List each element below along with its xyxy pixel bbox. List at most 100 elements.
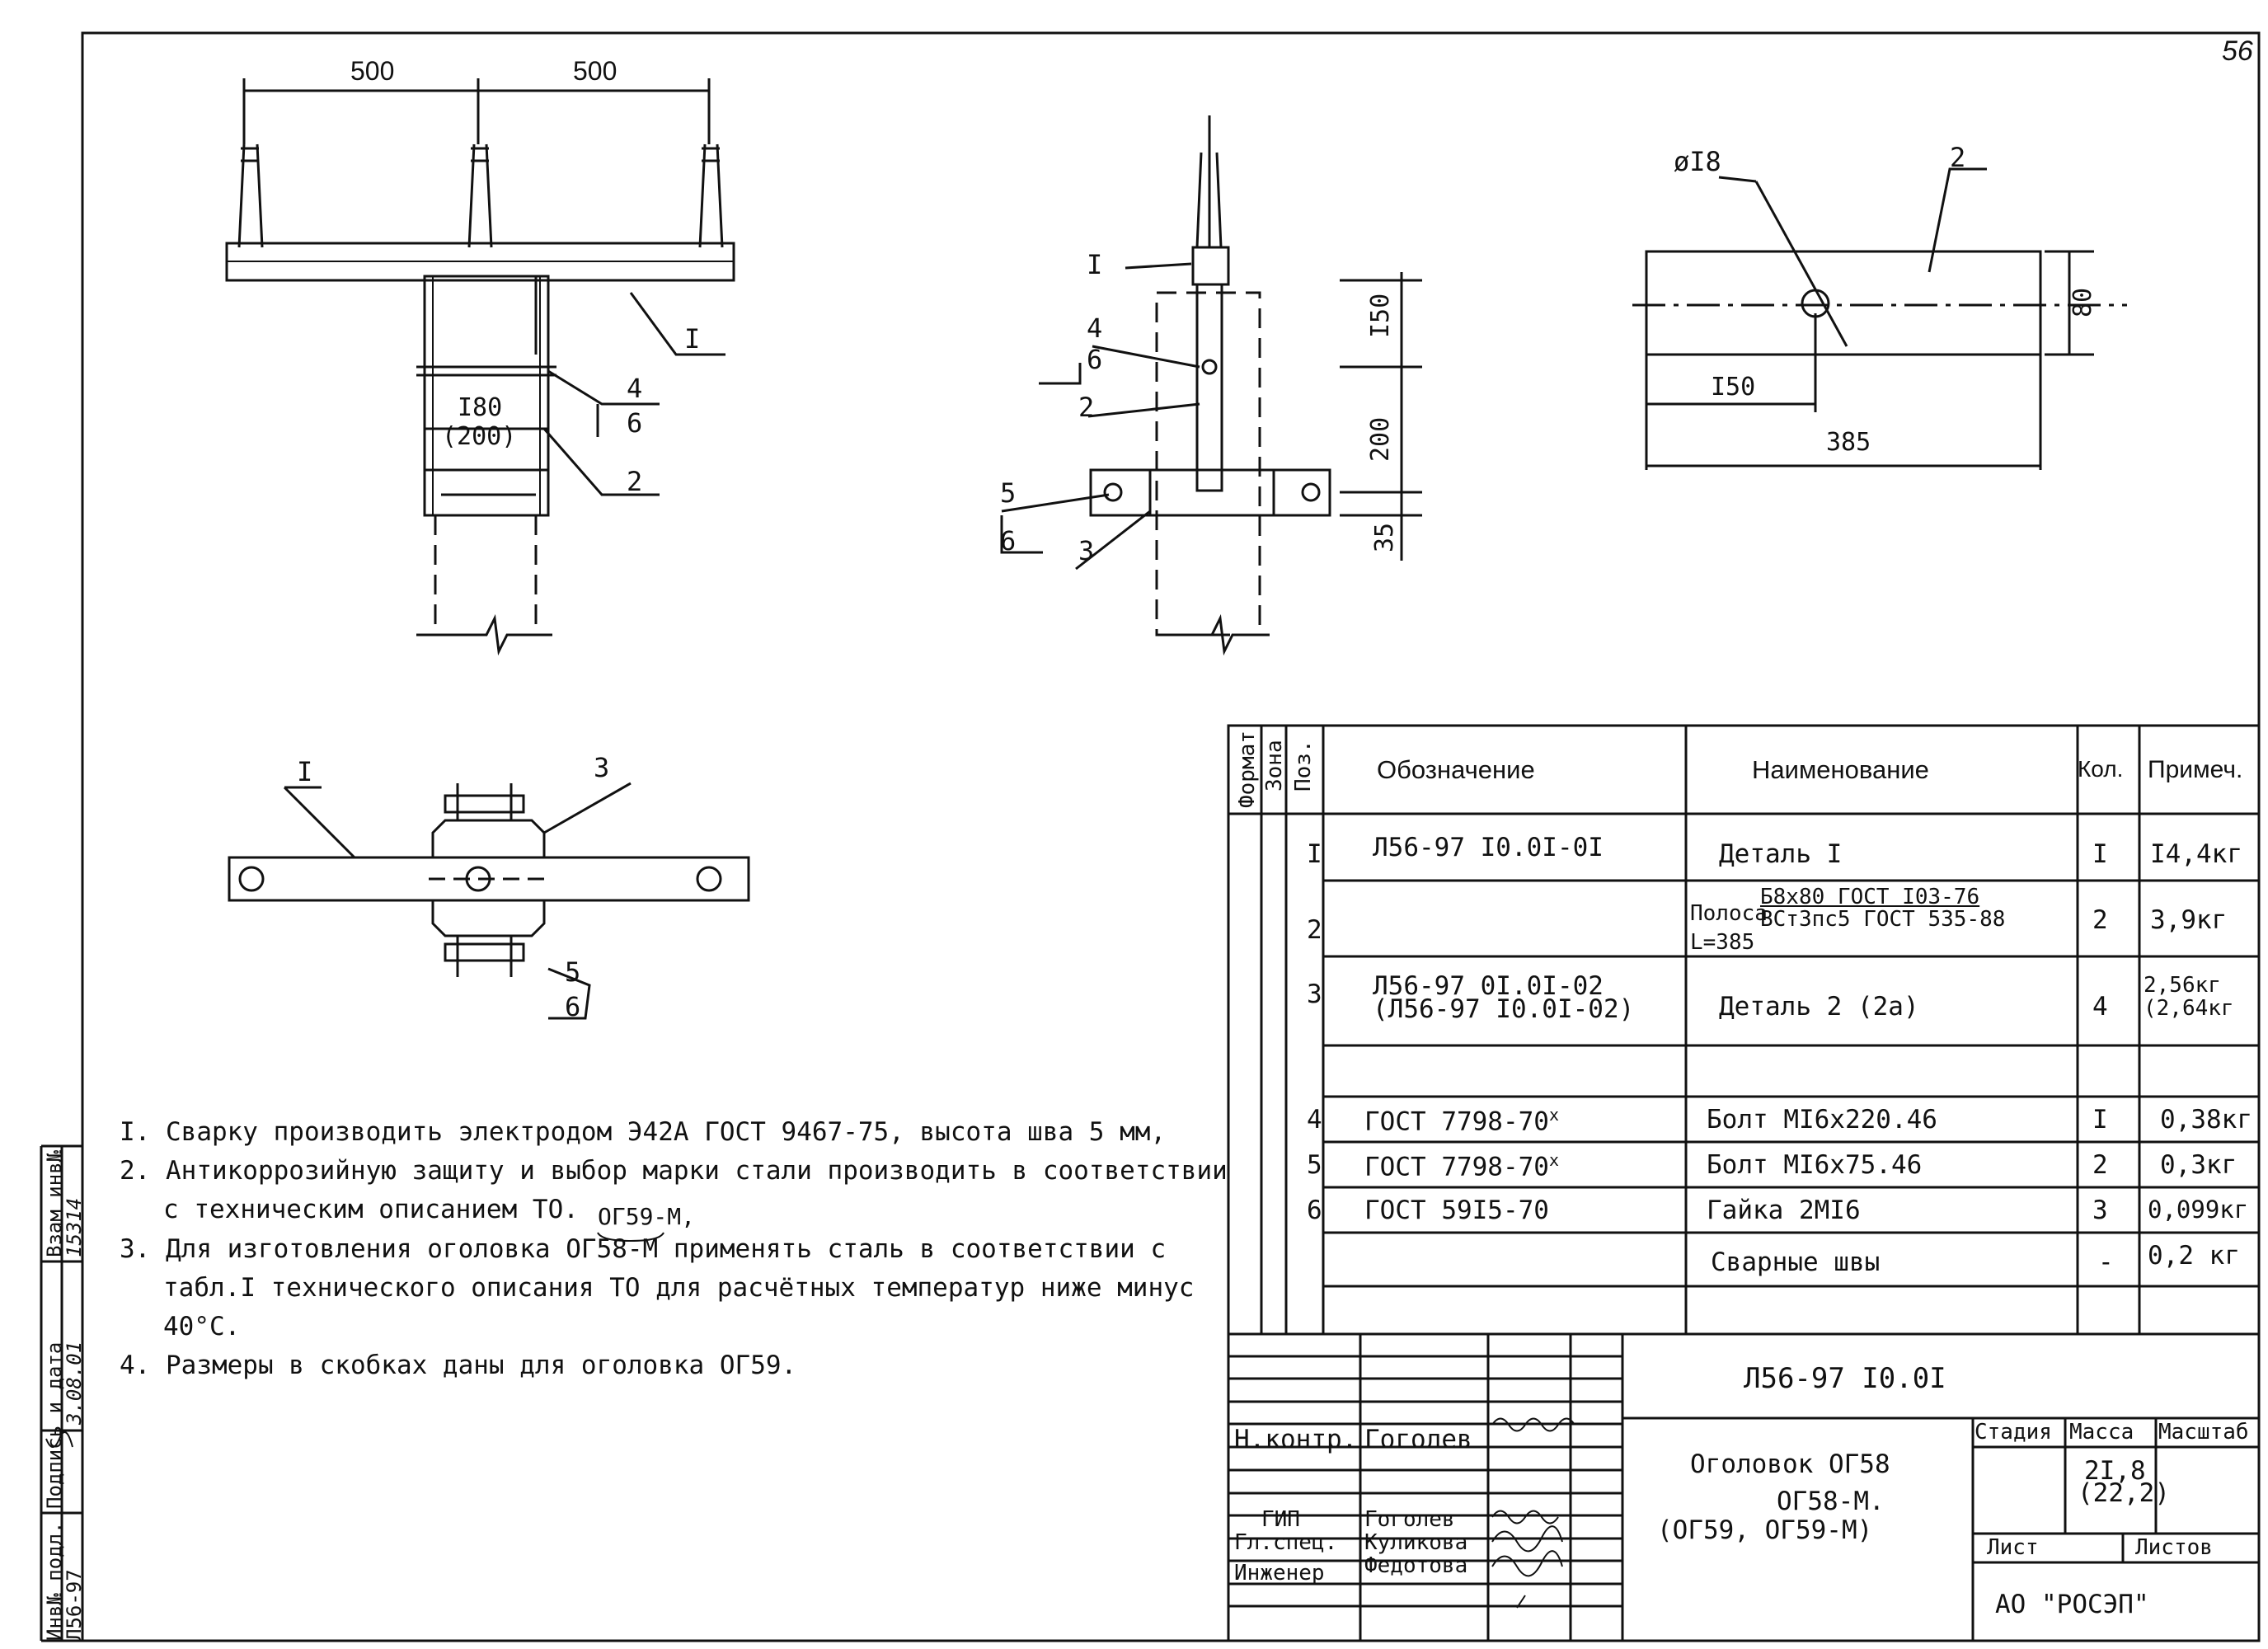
note-line-5: табл.I технического описания ТО для расч… xyxy=(163,1273,1195,1303)
side-dim-150: I50 xyxy=(1366,293,1395,338)
note-line-6: 40°С. xyxy=(163,1312,241,1341)
plate-detail xyxy=(1632,167,2127,470)
row2-qty: 2 xyxy=(2092,905,2108,935)
sheet-frame xyxy=(81,31,2261,1642)
row5-designation-sup: х xyxy=(1548,1105,1560,1125)
note-insert: ОГ59-М, xyxy=(598,1203,696,1230)
header-zone: Зона xyxy=(1262,740,1287,792)
note-line-7: 4. Размеры в скобках даны для оголовка О… xyxy=(120,1351,797,1380)
name-chiefspec: Куликова xyxy=(1364,1530,1468,1555)
row1-note: I4,4кг xyxy=(2150,839,2242,869)
header-designation: Обозначение xyxy=(1377,755,1535,784)
row2-note: 3,9кг xyxy=(2150,905,2228,935)
row6-designation-text: ГОСТ 7798-70 xyxy=(1364,1152,1549,1182)
name-normcontrol: Гоголев xyxy=(1364,1425,1472,1454)
side-callout-3: 3 xyxy=(1078,535,1095,566)
row7-name: Гайка 2МI6 xyxy=(1707,1196,1861,1225)
stamp-sign-date: 3.08.01 xyxy=(63,1341,86,1425)
row6-designation-sup: х xyxy=(1548,1150,1560,1170)
side-callout-5: 5 xyxy=(1000,477,1017,509)
header-name: Наименование xyxy=(1752,755,1929,784)
title-line-2: ОГ58-М. xyxy=(1777,1487,1885,1516)
row5-name: Болт МI6х220.46 xyxy=(1707,1105,1937,1135)
front-dim-inner: I80 xyxy=(458,393,503,422)
row2-name-2: Б8х80 ГОСТ I03-76 xyxy=(1760,885,1980,909)
title-line-3: (ОГ59, ОГ59-М) xyxy=(1657,1515,1873,1545)
front-callout-1: I xyxy=(684,323,701,355)
row2-pos: 2 xyxy=(1307,915,1322,945)
mass-label: Масса xyxy=(2069,1420,2134,1445)
mass-value-2: (22,2) xyxy=(2078,1478,2170,1508)
row7-note: 0,099кг xyxy=(2148,1196,2249,1224)
row6-pos: 5 xyxy=(1307,1150,1322,1180)
row8-qty: - xyxy=(2098,1247,2114,1277)
note-line-1: I. Сварку производить электродом Э42А ГО… xyxy=(120,1117,1167,1147)
sheets-label: Листов xyxy=(2135,1535,2213,1560)
role-engineer: Инженер xyxy=(1234,1561,1325,1586)
row6-name: Болт МI6х75.46 xyxy=(1707,1150,1923,1180)
side-callout-6a: 6 xyxy=(1087,344,1103,375)
plate-dim-80: 80 xyxy=(2068,287,2097,317)
row2-name-3: ВСт3пс5 ГОСТ 535-88 xyxy=(1760,907,2006,932)
row7-pos: 6 xyxy=(1307,1196,1322,1225)
row1-qty: I xyxy=(2092,839,2108,869)
row7-qty: 3 xyxy=(2092,1196,2108,1225)
front-callout-6: 6 xyxy=(627,407,643,439)
plan-callout-3: 3 xyxy=(594,752,610,783)
header-format: Формат xyxy=(1235,731,1260,808)
row5-designation-text: ГОСТ 7798-70 xyxy=(1364,1106,1549,1137)
front-callout-4: 4 xyxy=(627,373,643,404)
plan-callout-1: I xyxy=(297,756,313,787)
row1-designation: Л56-97 I0.0I-0I xyxy=(1373,833,1604,862)
side-dim-35: 35 xyxy=(1370,522,1399,552)
row3-pos: 3 xyxy=(1307,980,1322,1009)
note-line-2: 2. Антикоррозийную защиту и выбор марки … xyxy=(120,1156,1228,1186)
plate-callout-2: 2 xyxy=(1950,142,1966,173)
front-dim-right: 500 xyxy=(573,56,617,86)
row1-pos: I xyxy=(1307,839,1322,869)
row3-name: Деталь 2 (2а) xyxy=(1719,992,1919,1022)
row5-pos: 4 xyxy=(1307,1105,1322,1135)
side-callout-4: 4 xyxy=(1087,312,1103,344)
title-line-1: Оголовок ОГ58 xyxy=(1690,1449,1890,1479)
front-dim-inner-alt: (200) xyxy=(442,422,517,451)
row3-note: 2,56кг xyxy=(2144,973,2221,998)
front-view xyxy=(225,78,735,656)
front-dim-left: 500 xyxy=(350,56,395,86)
row3-designation: Л56-97 0I.0I-02 xyxy=(1373,971,1604,1001)
row7-designation: ГОСТ 59I5-70 xyxy=(1364,1196,1549,1225)
row8-note: 0,2 кг xyxy=(2148,1241,2240,1271)
plan-view xyxy=(228,782,750,1020)
organization: АО "РОСЭП" xyxy=(1995,1590,2149,1619)
page-number: 56 xyxy=(2222,35,2253,67)
stamp-inv-value: Л56-97 xyxy=(63,1569,86,1641)
name-gip: Гоголев xyxy=(1364,1507,1455,1532)
row2-name: Полоса xyxy=(1690,901,1768,926)
row8-name: Сварные швы xyxy=(1711,1247,1881,1277)
row5-qty: I xyxy=(2092,1105,2108,1135)
spec-table-grid xyxy=(1227,724,2261,1336)
row3-note-2: (2,64кг xyxy=(2144,996,2234,1021)
role-chiefspec: Гл.спец. xyxy=(1234,1530,1338,1555)
row3-designation-2: (Л56-97 I0.0I-02) xyxy=(1373,994,1635,1024)
front-callout-2: 2 xyxy=(627,466,643,497)
note-line-4: 3. Для изготовления оголовка ОГ58-М прим… xyxy=(120,1234,1167,1264)
side-dim-200: 200 xyxy=(1366,416,1395,462)
side-callout-1: I xyxy=(1087,249,1103,280)
header-note: Примеч. xyxy=(2148,756,2243,783)
side-view xyxy=(1000,115,1422,656)
row2-name-4: L=385 xyxy=(1690,930,1755,955)
plan-callout-6: 6 xyxy=(565,991,581,1022)
mass-value: 2I,8 xyxy=(2084,1456,2146,1486)
row5-note: 0,38кг xyxy=(2160,1105,2252,1135)
doc-code: Л56-97 I0.0I xyxy=(1744,1362,1946,1395)
role-gip: ГИП xyxy=(1261,1507,1300,1532)
stage-label: Стадия xyxy=(1975,1420,2052,1445)
row6-note: 0,3кг xyxy=(2160,1150,2237,1180)
signatures xyxy=(45,1417,1575,1609)
note-line-3: с техническим описанием ТО. xyxy=(163,1195,579,1224)
sheet-label: Лист xyxy=(1987,1535,2039,1560)
side-stamp-grid xyxy=(41,1144,82,1642)
